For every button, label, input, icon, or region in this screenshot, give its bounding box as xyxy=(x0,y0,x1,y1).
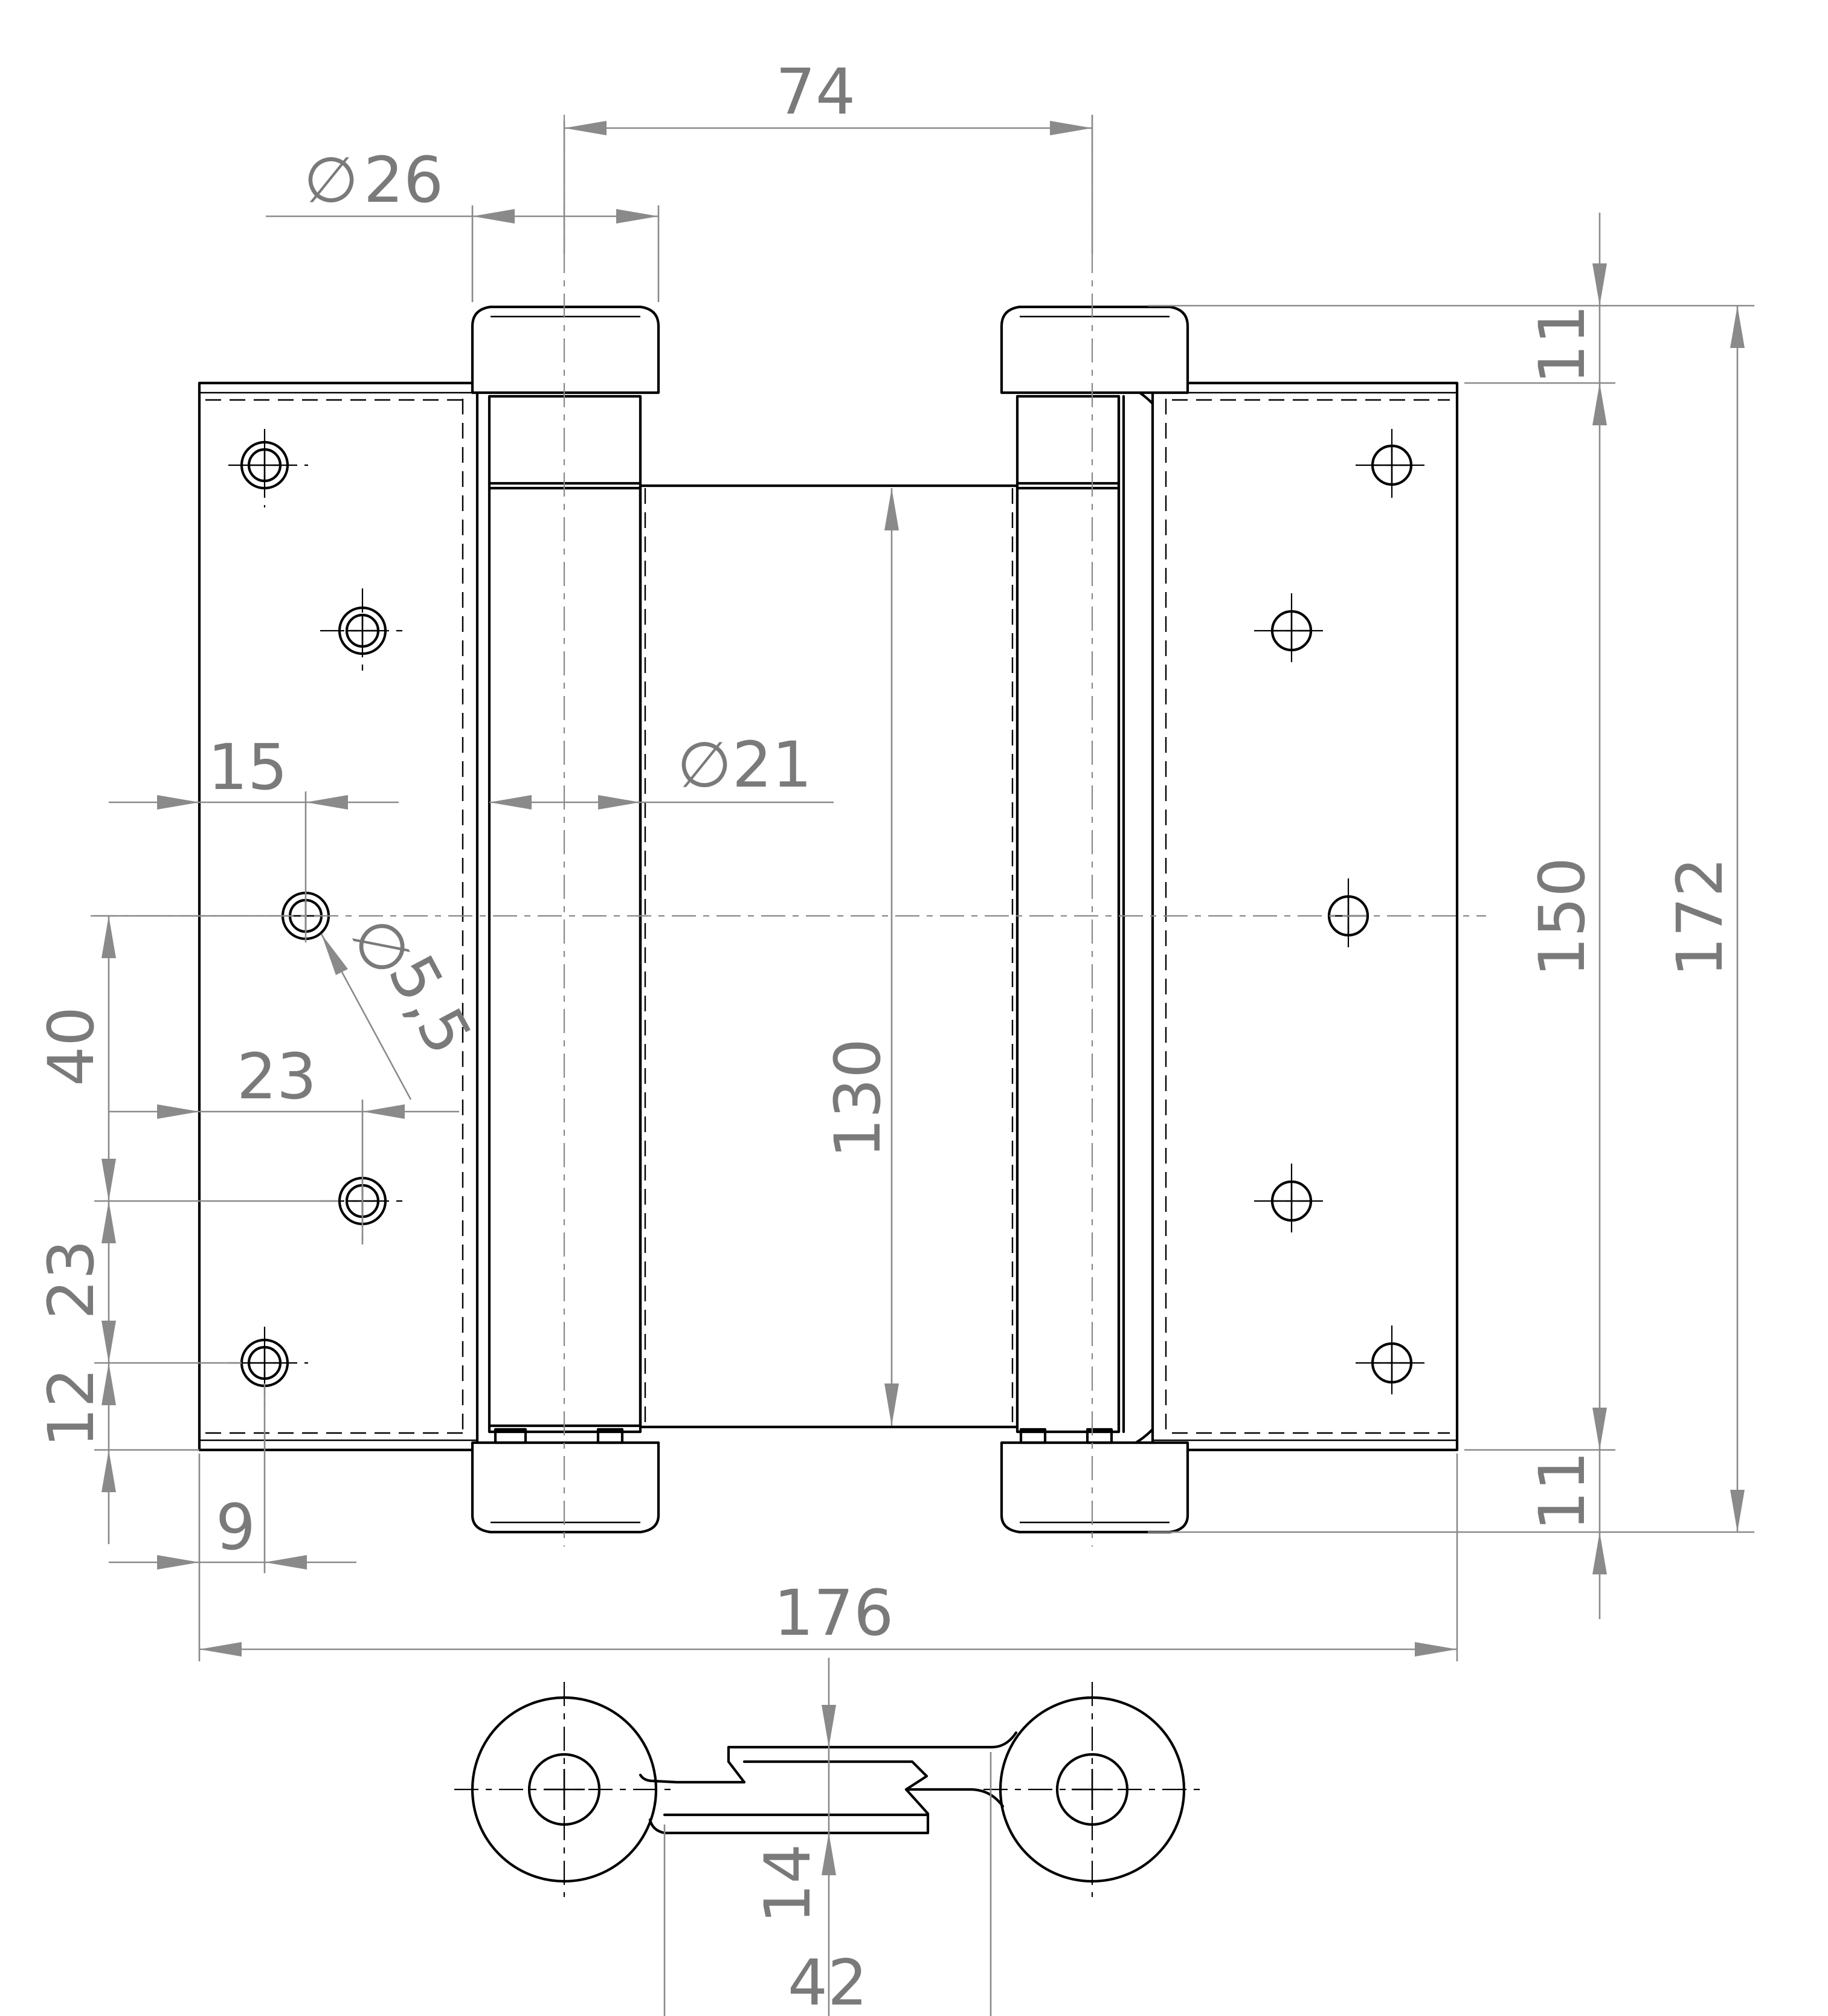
dim-label-11-bottom: 11 xyxy=(1525,1451,1599,1531)
dim-label-172: 172 xyxy=(1663,857,1737,977)
right-spring-barrel xyxy=(1015,395,1121,1434)
screw-hole xyxy=(1254,593,1329,669)
right-top-end-cap xyxy=(1000,305,1189,395)
left-bottom-end-cap xyxy=(471,1441,660,1534)
dimension-pivot-spacing: 74 xyxy=(563,55,1093,254)
dim-label-74: 74 xyxy=(776,55,855,129)
dimension-plan-view: 14 42 xyxy=(663,1658,992,2016)
screw-hole xyxy=(320,588,408,675)
screw-hole xyxy=(1254,1164,1329,1240)
plan-view xyxy=(454,1682,1202,1897)
dimension-hole-edge-offset: 15 xyxy=(109,730,399,942)
screw-hole xyxy=(1356,429,1429,504)
dimension-bottom-hole-x: 9 xyxy=(109,1383,356,1573)
dimension-right-vertical-chain: 11 150 11 172 xyxy=(1148,213,1754,1619)
dim-label-23-vertical: 23 xyxy=(34,1240,108,1319)
dim-label-40: 40 xyxy=(34,1006,108,1086)
dim-label-9: 9 xyxy=(216,1490,256,1564)
left-top-end-cap xyxy=(471,305,660,395)
dim-label-14: 14 xyxy=(751,1844,825,1924)
screw-hole xyxy=(228,429,308,507)
screw-hole xyxy=(1356,1325,1429,1402)
dim-label-130: 130 xyxy=(821,1039,895,1159)
dim-symbol-diameter: ∅ xyxy=(677,728,732,802)
dim-symbol-diameter: ∅ xyxy=(304,143,359,217)
screw-hole xyxy=(320,1159,408,1246)
dim-label-150: 150 xyxy=(1525,857,1599,977)
dimension-hole-center-offset: 23 xyxy=(109,1040,459,1245)
center-web xyxy=(639,484,1019,1429)
dimension-overall-width: 176 xyxy=(198,1454,1458,1661)
dimension-hole-vertical-chain: 40 23 12 xyxy=(34,915,338,1544)
dim-label-21: 21 xyxy=(732,728,812,802)
dimensions: 74 ∅ 26 ∅ 21 130 xyxy=(34,55,1754,2016)
dim-label-42: 42 xyxy=(788,1946,867,2016)
crossing-leaf xyxy=(639,1773,1005,1808)
upper-leaf-profile xyxy=(727,1731,1018,1749)
right-bottom-end-cap xyxy=(1000,1441,1189,1534)
screw-hole xyxy=(228,1327,308,1405)
dim-label-11-top: 11 xyxy=(1525,304,1599,384)
front-view xyxy=(91,115,1486,1547)
dim-label-176: 176 xyxy=(774,1576,894,1650)
dim-label-23-horizontal: 23 xyxy=(237,1040,317,1113)
dimension-barrel-diameter: ∅ 21 xyxy=(489,728,834,810)
dimension-hole-diameter: ∅ 5,5 xyxy=(320,905,486,1100)
dim-label-26: 26 xyxy=(364,143,443,217)
dim-label-15: 15 xyxy=(208,730,288,804)
lower-leaf-profile xyxy=(652,1779,746,1784)
dim-label-12: 12 xyxy=(34,1368,108,1448)
dimension-end-cap-diameter: ∅ 26 xyxy=(266,143,660,302)
dimension-barrel-length: 130 xyxy=(821,488,899,1426)
